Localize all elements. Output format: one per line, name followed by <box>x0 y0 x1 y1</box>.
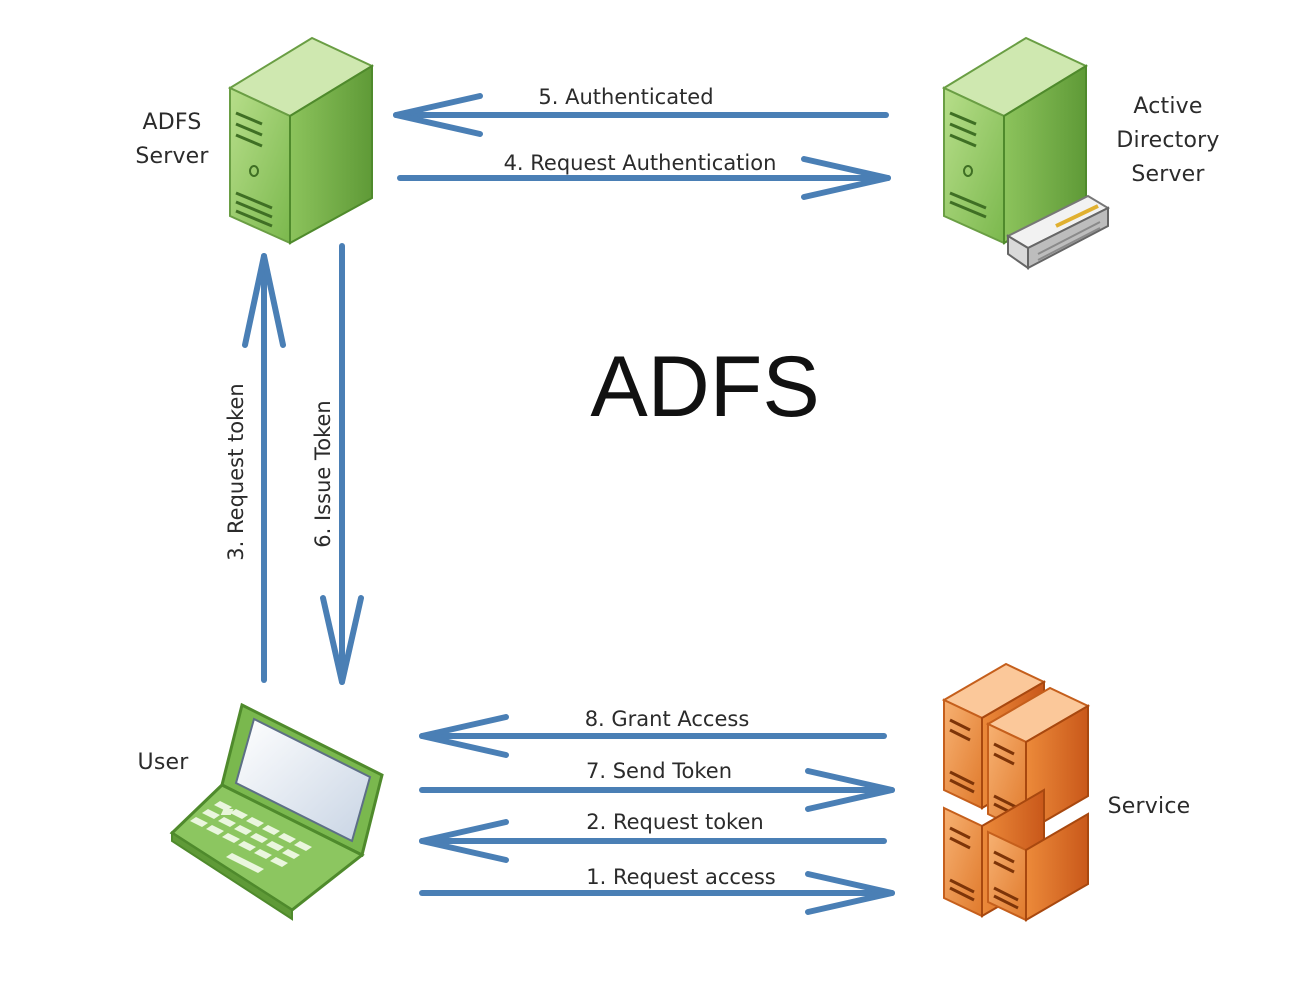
arrow-2-request-token <box>419 819 887 863</box>
arrow-6-issue-token <box>320 243 364 685</box>
active-directory-server-label: Active Directory Server <box>1102 90 1234 192</box>
arrow-8-grant-access <box>419 714 887 758</box>
flow-label-7: 7. Send Token <box>586 759 732 783</box>
arrow-4-request-authentication <box>397 156 891 200</box>
service-label: Service <box>1094 790 1204 824</box>
adfs-server-label-line-1: ADFS <box>142 110 202 135</box>
active-directory-label-line-2: Directory <box>1116 128 1220 153</box>
user-label-line-1: User <box>137 750 189 775</box>
flow-label-6: 6. Issue Token <box>311 400 335 547</box>
flow-label-1: 1. Request access <box>586 865 775 889</box>
flow-label-8: 8. Grant Access <box>585 707 750 731</box>
service-label-line-1: Service <box>1107 794 1191 819</box>
laptop-icon <box>169 702 384 921</box>
green-server-tower-icon <box>227 36 375 245</box>
green-server-with-drive-icon <box>941 36 1111 270</box>
active-directory-label-line-3: Server <box>1131 162 1205 187</box>
active-directory-label-line-1: Active <box>1133 94 1203 119</box>
flow-label-5: 5. Authenticated <box>538 85 713 109</box>
flow-label-4: 4. Request Authentication <box>504 151 777 175</box>
arrow-3-request-token <box>242 253 286 683</box>
arrow-7-send-token <box>419 768 895 812</box>
arrow-5-authenticated <box>393 93 889 137</box>
flow-label-2: 2. Request token <box>586 810 763 834</box>
adfs-server-label: ADFS Server <box>112 106 232 174</box>
adfs-server-label-line-2: Server <box>135 144 209 169</box>
arrow-1-request-access <box>419 871 895 915</box>
user-label: User <box>120 746 206 780</box>
orange-server-cluster-icon <box>941 662 1091 922</box>
flow-label-3: 3. Request token <box>224 383 248 560</box>
diagram-title: ADFS <box>590 339 820 435</box>
